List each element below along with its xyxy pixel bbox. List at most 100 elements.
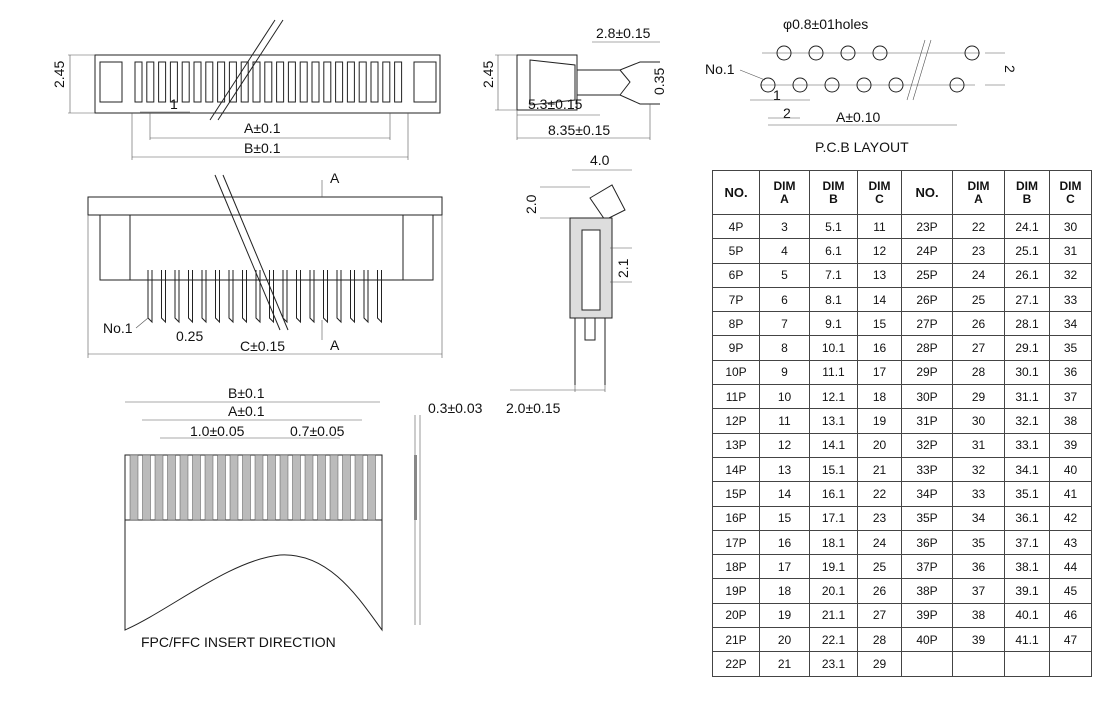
table-cell: 17 (759, 554, 810, 580)
pin (382, 61, 391, 103)
table-cell: 16.1 (809, 481, 858, 507)
table-cell: 28 (857, 627, 902, 653)
table-cell: 13.1 (809, 408, 858, 434)
pin (193, 61, 202, 103)
table-cell: 21 (759, 651, 810, 677)
fpc-a-dim: A±0.1 (228, 403, 265, 419)
table-cell: 19 (857, 408, 902, 434)
table-header: DIM A (952, 170, 1005, 215)
pin-lead (201, 270, 207, 324)
c-dim: C±0.15 (240, 338, 285, 354)
pcb-hole (840, 45, 856, 61)
pitch-dim: 1 (170, 96, 178, 112)
pin-lead (282, 270, 288, 324)
table-cell: 5.1 (809, 213, 858, 240)
fpc-contact (329, 454, 339, 521)
contact-dim: 2.1 (615, 258, 631, 278)
table-cell: 29 (952, 384, 1005, 410)
table-cell: 37P (901, 554, 953, 580)
pitch-dim: 2 (783, 105, 791, 121)
table-cell: 38 (952, 602, 1005, 629)
table-cell: 6 (759, 286, 810, 313)
table-cell: 11 (857, 213, 902, 240)
table-cell: 25P (901, 262, 953, 288)
fpc-contact (242, 454, 251, 521)
table-cell (1004, 651, 1050, 677)
table-cell: 23P (901, 213, 953, 240)
row-dim: 2 (1002, 65, 1018, 73)
fpc-contact (367, 454, 376, 521)
table-cell: 26P (901, 286, 953, 313)
fpc-pitch-dim: 1.0±0.05 (190, 423, 245, 439)
table-cell: 21.1 (809, 602, 858, 629)
table-cell: 40 (1049, 456, 1092, 483)
table-cell: 33.1 (1004, 432, 1050, 458)
table-cell: 23.1 (809, 651, 858, 677)
table-cell: 14P (712, 456, 760, 483)
pin (158, 61, 167, 103)
table-cell: 9.1 (809, 311, 858, 337)
table-cell: 32 (1049, 262, 1092, 288)
table-cell: 38.1 (1004, 554, 1050, 580)
table-cell: 29 (857, 651, 902, 677)
pcb-caption: P.C.B LAYOUT (815, 139, 909, 155)
table-cell: 30.1 (1004, 359, 1050, 386)
table-cell: 26 (857, 578, 902, 604)
table-cell: 35.1 (1004, 481, 1050, 507)
table-cell: 43 (1049, 529, 1092, 556)
fpc-contact (167, 454, 176, 521)
section-marker-top: A (330, 170, 340, 186)
pin (252, 61, 261, 103)
table-cell: 23 (952, 238, 1005, 264)
pin-lead (350, 270, 355, 324)
table-cell: 15 (857, 311, 902, 337)
table-cell: 16P (712, 505, 760, 531)
table-cell: 12.1 (809, 384, 858, 410)
pin-width-dim: 0.25 (176, 328, 203, 344)
table-cell: 38 (1049, 408, 1092, 434)
pin-lead (255, 270, 261, 324)
pin-lead (228, 270, 234, 324)
table-header: DIM C (857, 170, 902, 215)
pin-lead (323, 270, 328, 324)
table-cell: 38P (901, 578, 953, 604)
table-cell: 31 (1049, 238, 1092, 264)
pin (181, 61, 190, 103)
table-cell: 24 (952, 262, 1005, 288)
table-header: DIM A (759, 170, 810, 215)
table-cell: 34 (952, 505, 1005, 531)
table-cell: 27.1 (1004, 286, 1050, 313)
table-cell: 5P (712, 238, 760, 264)
pin (335, 61, 344, 103)
fpc-thickness-dim: 0.3±0.03 (428, 400, 483, 416)
table-cell: 26 (952, 311, 1005, 337)
table-cell: 4P (712, 213, 760, 240)
pcb-hole (888, 77, 904, 93)
pin (370, 61, 379, 103)
table-cell: 4 (759, 238, 810, 264)
table-cell: 37 (1049, 384, 1092, 410)
table-cell: 18.1 (809, 529, 858, 556)
table-cell (1049, 651, 1092, 677)
fpc-contact (317, 454, 326, 521)
pin (394, 61, 403, 103)
table-cell: 30P (901, 384, 953, 410)
pcb-hole (776, 45, 792, 61)
table-cell: 25.1 (1004, 238, 1050, 264)
table-cell: 6.1 (809, 238, 858, 264)
table-cell: 27 (952, 335, 1005, 361)
table-cell: 35 (952, 529, 1005, 556)
table-cell: 28 (952, 359, 1005, 386)
table-cell: 7.1 (809, 262, 858, 288)
table-cell: 11P (712, 384, 760, 410)
